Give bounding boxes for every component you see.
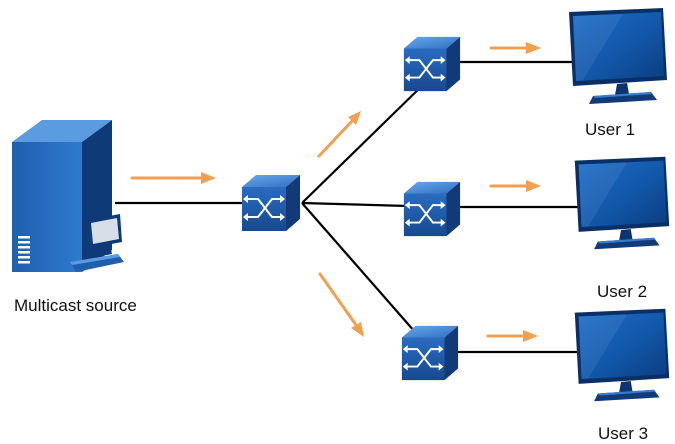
multicast-source-label: Multicast source	[14, 296, 137, 315]
links	[115, 60, 585, 354]
switch-icon	[402, 35, 462, 93]
server-pc-icon	[12, 120, 124, 272]
switch-icon	[241, 174, 301, 232]
switch-icon	[402, 180, 462, 238]
link-core-branch2	[301, 201, 409, 208]
monitor-icon	[574, 308, 670, 402]
switch-icon	[400, 324, 460, 382]
link-core-branch1	[301, 79, 429, 204]
flow-arrows	[130, 42, 541, 342]
arrow-icon	[130, 172, 216, 184]
monitor-icon	[569, 8, 667, 104]
user-2-label: User 2	[597, 282, 648, 301]
user-1-label: User 1	[585, 120, 636, 139]
arrow-icon	[489, 180, 541, 192]
arrow-icon	[486, 330, 538, 342]
arrow-icon	[318, 272, 364, 337]
user-3-label: User 3	[598, 424, 649, 443]
monitor-icon	[574, 156, 670, 250]
arrow-icon	[489, 42, 541, 54]
arrow-icon	[317, 111, 361, 158]
link-core-branch3	[301, 202, 423, 341]
